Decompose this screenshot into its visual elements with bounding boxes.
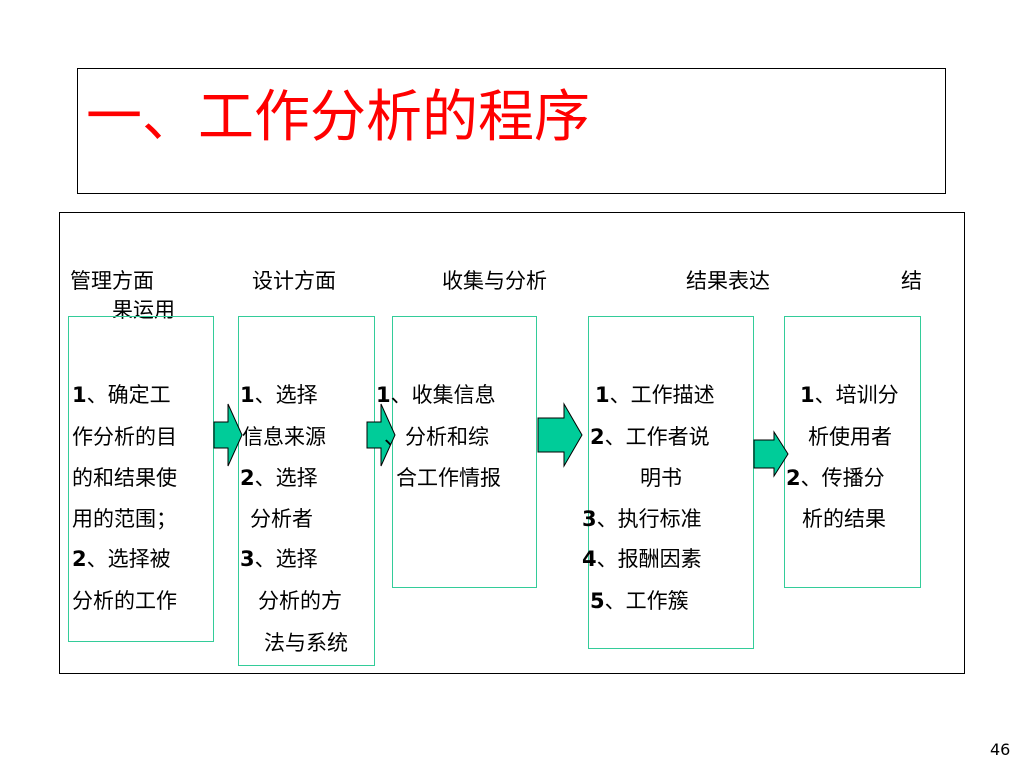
express-item-5: 4、报酬因素 xyxy=(582,547,702,571)
management-item-2: 作分析的目 xyxy=(72,425,177,449)
apply-item-2: 析使用者 xyxy=(808,425,892,449)
design-item-6: 分析的方 xyxy=(258,589,342,613)
column-box-apply xyxy=(784,316,921,588)
management-item-1: 1、确定工 xyxy=(72,383,171,407)
collect-item-2: 、分析和综 xyxy=(384,425,489,449)
column-box-express xyxy=(588,316,754,649)
design-item-7: 法与系统 xyxy=(264,631,348,655)
design-item-3: 2、选择 xyxy=(240,466,318,490)
heading-apply-part2: 果运用 xyxy=(112,298,175,322)
heading-collect: 收集与分析 xyxy=(442,269,547,293)
process-panel xyxy=(59,212,965,674)
collect-item-3: 合工作情报 xyxy=(396,466,501,490)
title-box: 一、工作分析的程序 xyxy=(77,68,946,194)
heading-apply-part1: 结 xyxy=(901,269,922,293)
page-number: 46 xyxy=(990,740,1011,759)
express-item-1: 1、工作描述 xyxy=(595,383,715,407)
column-box-management xyxy=(68,316,214,642)
management-item-5: 2、选择被 xyxy=(72,547,171,571)
collect-item-1: 1、收集信息 xyxy=(376,383,496,407)
design-item-1: 1、选择 xyxy=(240,383,318,407)
management-item-6: 分析的工作 xyxy=(72,589,177,613)
heading-management: 管理方面 xyxy=(70,269,154,293)
express-item-2: 2、工作者说 xyxy=(590,425,710,449)
design-item-2: 信息来源 xyxy=(242,425,326,449)
column-box-collect xyxy=(392,316,537,588)
apply-item-3: 2、传播分 xyxy=(786,466,885,490)
heading-express: 结果表达 xyxy=(686,269,770,293)
management-item-4: 用的范围； xyxy=(72,507,177,531)
express-item-6: 5、工作簇 xyxy=(590,589,689,613)
slide-title: 一、工作分析的程序 xyxy=(86,85,590,150)
heading-design: 设计方面 xyxy=(252,269,336,293)
right-block-arrow-icon xyxy=(753,430,789,478)
design-item-5: 3、选择 xyxy=(240,547,318,571)
column-box-design xyxy=(238,316,375,666)
management-item-3: 的和结果使 xyxy=(72,466,177,490)
express-item-4: 3、执行标准 xyxy=(582,507,702,531)
right-block-arrow-icon xyxy=(366,403,396,467)
apply-item-1: 1、培训分 xyxy=(800,383,899,407)
right-block-arrow-icon xyxy=(213,403,243,467)
design-item-4: 分析者 xyxy=(250,507,313,531)
apply-item-4: 析的结果 xyxy=(802,507,886,531)
express-item-3: 明书 xyxy=(640,466,682,490)
right-block-arrow-icon xyxy=(537,402,583,468)
